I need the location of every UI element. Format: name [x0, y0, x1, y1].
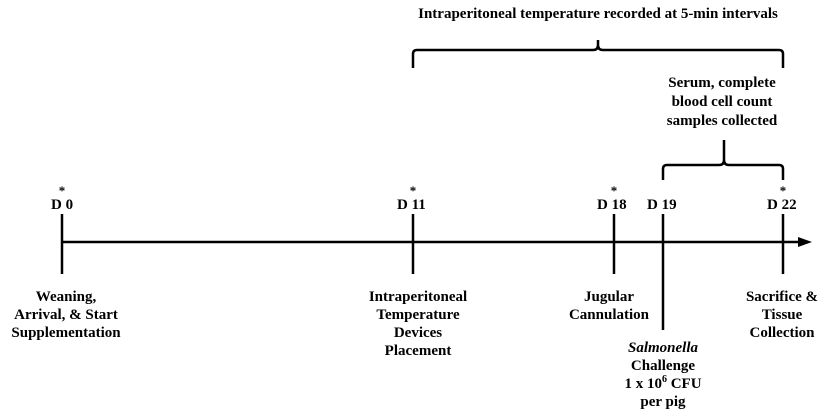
d19-caption-end: per pig — [640, 394, 686, 410]
marker-d11-caption: Intraperitoneal Temperature Devices Plac… — [369, 288, 467, 360]
d11-caption-line-3: Devices — [393, 325, 443, 341]
d19-caption-dose: 1 x 106 CFU — [624, 375, 701, 393]
marker-d18-caption: Jugular Cannulation — [569, 288, 649, 324]
marker-d18-star: * — [610, 183, 618, 198]
sample-bracket-label: Serum, complete blood cell count samples… — [667, 74, 777, 131]
marker-d0-star: * — [58, 183, 66, 198]
d0-caption-line-2: Arrival, & Start — [14, 307, 118, 323]
d22-caption-line-3: Collection — [749, 325, 815, 341]
d19-caption-italic: Salmonella — [627, 340, 699, 356]
d0-caption-line-3: Supplementation — [11, 325, 121, 341]
marker-d0-caption: Weaning, Arrival, & Start Supplementatio… — [11, 288, 120, 342]
marker-d22-label: D 22 — [767, 197, 797, 213]
marker-d22-caption: Sacrifice & Tissue Collection — [746, 288, 818, 342]
d22-caption-line-1: Sacrifice & — [745, 289, 819, 305]
marker-d11-label: D 11 — [397, 197, 426, 213]
marker-d11-star: * — [409, 183, 417, 198]
d18-caption-line-2: Cannulation — [568, 307, 650, 323]
marker-d0-label: D 0 — [51, 197, 74, 213]
d19-dose-prefix: 1 x 10 — [624, 376, 662, 392]
sample-bracket — [661, 140, 785, 180]
d19-dose-suffix: CFU — [666, 376, 702, 392]
d11-caption-line-1: Intraperitoneal — [368, 289, 468, 305]
temperature-bracket — [411, 40, 785, 68]
d18-caption-line-1: Jugular — [583, 289, 635, 305]
timeline-arrowhead — [798, 237, 812, 247]
d11-caption-line-2: Temperature — [376, 307, 460, 323]
d11-caption-line-4: Placement — [384, 343, 452, 359]
temperature-bracket-label: Intraperitoneal temperature recorded at … — [418, 6, 778, 22]
d22-caption-line-2: Tissue — [761, 307, 803, 323]
d0-caption-line-1: Weaning, — [35, 289, 97, 305]
marker-d19-label: D 19 — [647, 197, 677, 213]
sample-label-line-2: blood cell count — [671, 94, 773, 110]
marker-d18-label: D 18 — [597, 197, 627, 213]
sample-label-line-3: samples collected — [666, 113, 778, 129]
d19-caption-line-1: Challenge — [630, 358, 696, 374]
marker-d19-caption: Salmonella Challenge 1 x 106 CFU per pig — [624, 339, 701, 411]
marker-d22-star: * — [779, 183, 787, 198]
sample-label-line-1: Serum, complete — [668, 75, 776, 91]
d19-dose-exponent: 6 — [661, 374, 667, 385]
